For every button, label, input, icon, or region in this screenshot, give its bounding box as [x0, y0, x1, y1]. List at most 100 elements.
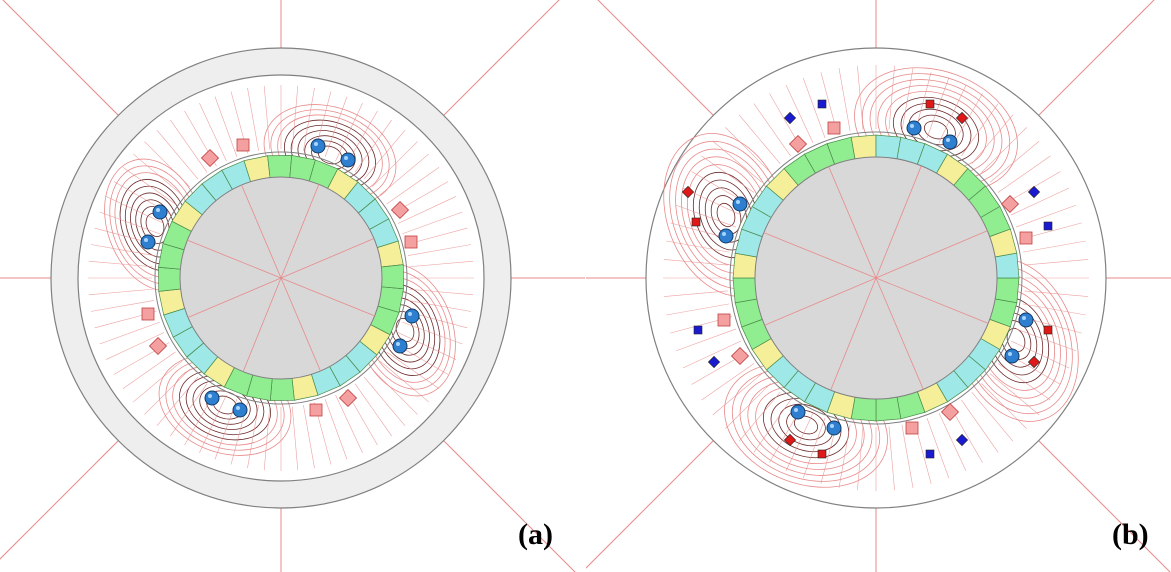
radial-flux-line [961, 399, 999, 453]
radial-flux-line [397, 332, 457, 360]
radial-flux-line [303, 87, 315, 152]
radial-flux-line [335, 102, 363, 162]
magnet-segment [158, 266, 181, 292]
coil-marker-blue [925, 449, 935, 459]
conductor-highlight [314, 142, 318, 146]
radial-flux-line [1024, 290, 1089, 297]
radial-flux-line [971, 114, 1014, 165]
conductor-highlight [722, 232, 726, 236]
magnet-segment [381, 264, 404, 290]
square-marker [788, 134, 808, 154]
radial-flux-line [386, 351, 440, 389]
radial-flux-line [402, 321, 463, 345]
coil-marker-red [783, 433, 797, 447]
magnet-segment [269, 378, 295, 401]
flux-line [716, 202, 736, 228]
radial-flux-line [663, 259, 728, 266]
radial-flux-line [88, 260, 153, 268]
radial-flux-line [738, 391, 781, 442]
coil-marker-red [955, 111, 969, 125]
radial-flux-line [372, 141, 418, 187]
radial-flux-line [938, 412, 967, 472]
magnet-segment [850, 396, 877, 422]
radial-flux-line [989, 140, 1040, 183]
radial-flux-line [1010, 187, 1070, 216]
conductor-highlight [144, 238, 148, 242]
radial-flux-line [901, 68, 914, 132]
radial-flux-line [675, 328, 737, 352]
rotor-flux-line [828, 166, 877, 279]
radial-flux-line [926, 417, 950, 479]
radial-flux-line [950, 406, 983, 463]
radial-flux-line [99, 321, 160, 345]
radial-flux-line [132, 360, 183, 403]
coil-marker-blue [1027, 185, 1041, 199]
conductor-highlight [1022, 316, 1026, 320]
radial-flux-line [363, 129, 406, 180]
radial-flux-line [753, 103, 791, 157]
magnet-segment [875, 134, 902, 160]
conductor-highlight [396, 342, 400, 346]
radial-flux-line [263, 406, 271, 471]
radial-flux-line [1022, 240, 1086, 253]
radial-flux-line [961, 103, 999, 157]
coil-marker-blue [707, 355, 721, 369]
rotor-flux-line [875, 277, 924, 390]
radial-flux-line [170, 383, 208, 437]
magnet-segment [850, 134, 877, 160]
radial-flux-line [701, 363, 755, 401]
flux-line [145, 212, 165, 238]
conductor [826, 420, 842, 436]
coil-marker-blue [693, 325, 703, 335]
magnet-segment [267, 155, 293, 178]
radial-flux-line [666, 240, 730, 253]
coil-marker-red [1027, 355, 1041, 369]
radial-flux-line [785, 412, 814, 472]
radial-flux-line [409, 288, 474, 296]
radial-flux-line [122, 351, 176, 389]
airgap-boundary [154, 151, 408, 405]
conductor-highlight [208, 394, 212, 398]
radial-flux-line [1022, 303, 1086, 316]
magnet-segment [732, 277, 758, 304]
conductor-highlight [408, 312, 412, 316]
radial-flux-line [838, 424, 851, 488]
magnet-segment [994, 252, 1020, 279]
square-marker [827, 121, 841, 135]
coil-marker-red [925, 99, 935, 109]
radial-flux-line [666, 303, 730, 316]
conductor-highlight [830, 424, 834, 428]
conductor-highlight [946, 138, 950, 142]
rotor-flux-line [241, 184, 282, 279]
conductor-highlight [736, 200, 740, 204]
rotor-flux-line [280, 277, 375, 317]
square-marker [200, 148, 220, 168]
radial-flux-line [88, 288, 153, 296]
conductor [718, 228, 734, 244]
radial-flux-line [888, 65, 895, 130]
radial-flux-line [407, 300, 472, 312]
conductor-highlight [344, 156, 348, 160]
radial-flux-line [354, 119, 392, 173]
rotor-flux-line [280, 238, 375, 279]
flux-line [140, 206, 170, 244]
conductor [906, 120, 922, 136]
conductor [204, 390, 220, 406]
radial-flux-line [712, 140, 763, 183]
radial-flux-line [926, 77, 950, 139]
magnet-segment [875, 396, 902, 422]
radial-flux-line [247, 404, 259, 469]
coil-marker-red [681, 185, 695, 199]
square-marker [905, 421, 919, 435]
radial-flux-line [397, 196, 457, 224]
radial-flux-line [997, 155, 1051, 193]
radial-flux-line [802, 417, 826, 479]
rotor-flux-line [187, 239, 282, 279]
flux-line [923, 120, 949, 140]
radial-flux-line [90, 300, 155, 312]
radial-flux-line [90, 244, 155, 256]
square-marker [940, 402, 960, 422]
conductor [310, 138, 326, 154]
radial-flux-line [857, 426, 864, 491]
coil-marker-blue [1043, 221, 1053, 231]
